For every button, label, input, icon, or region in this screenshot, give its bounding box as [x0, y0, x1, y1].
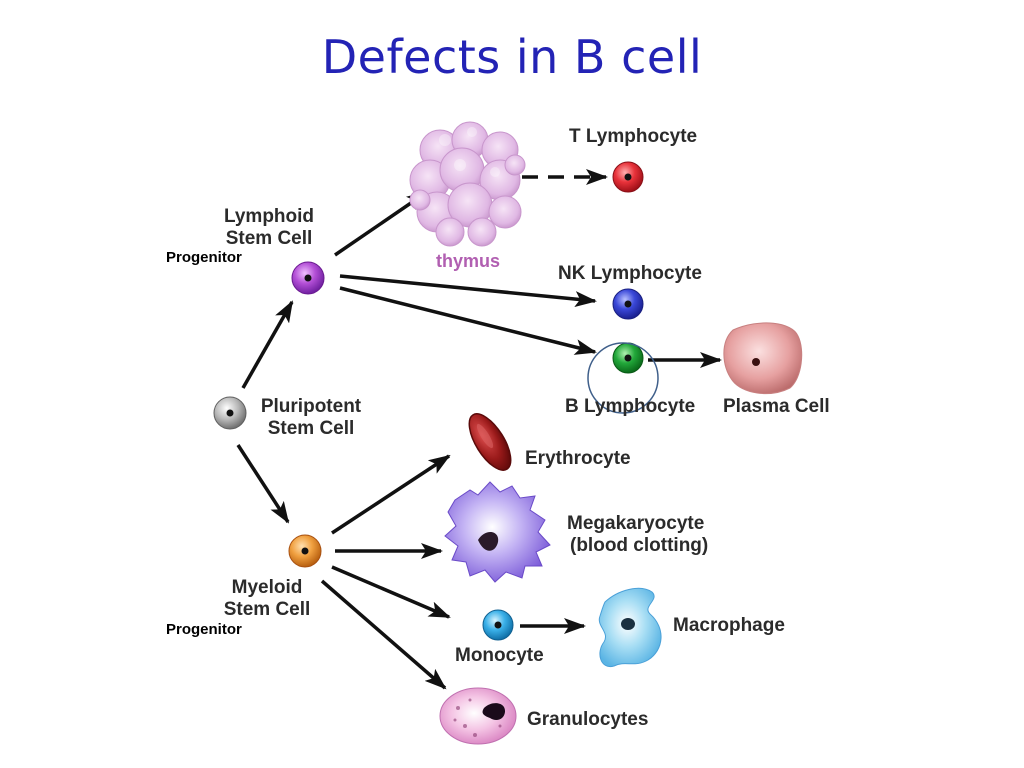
monocyte-cell	[482, 609, 514, 641]
arrow-lymphoid-to-nk	[339, 274, 597, 308]
label-progenitor-myeloid: Progenitor	[164, 621, 244, 639]
label-plasma-cell: Plasma Cell	[723, 396, 830, 417]
arrow-myeloid-to-monocyte	[331, 565, 451, 619]
b-lymphocyte-cell	[612, 342, 644, 374]
slide-title: Defects in B cell	[321, 30, 703, 84]
lymphoid-stem-cell	[291, 261, 325, 295]
label-megakaryocyte-line2: (blood clotting)	[570, 535, 709, 556]
label-pluripotent-line1: Pluripotent	[260, 396, 362, 417]
erythrocyte-illustration	[468, 413, 512, 471]
macrophage-illustration	[598, 587, 662, 668]
label-myeloid-stem-cell: Myeloid Stem Cell	[202, 577, 332, 621]
thymus-illustration	[409, 121, 526, 247]
label-lymphoid-line1: Lymphoid	[223, 206, 315, 227]
label-t-lymphocyte: T Lymphocyte	[569, 126, 698, 147]
label-pluripotent-line2: Stem Cell	[267, 418, 355, 439]
myeloid-stem-cell	[288, 534, 322, 568]
b-lymphocyte-highlight-circle	[587, 342, 659, 414]
label-monocyte: Monocyte	[455, 645, 544, 666]
arrow-lymphoid-to-b	[339, 286, 597, 355]
plasma-cell-illustration	[723, 322, 803, 394]
arrow-myeloid-to-erythrocyte	[331, 454, 451, 535]
megakaryocyte-illustration	[444, 481, 551, 583]
label-b-lymphocyte: B Lymphocyte	[565, 396, 696, 417]
label-nk-lymphocyte: NK Lymphocyte	[558, 263, 702, 284]
label-myeloid-line1: Myeloid	[231, 577, 303, 598]
arrow-pluripotent-to-lymphoid	[241, 300, 294, 389]
granulocyte-illustration	[439, 687, 517, 745]
pluripotent-stem-cell	[213, 396, 247, 430]
arrows	[236, 169, 722, 690]
label-erythrocyte: Erythrocyte	[525, 448, 631, 469]
label-macrophage: Macrophage	[673, 615, 785, 636]
label-myeloid-line2: Stem Cell	[223, 599, 311, 620]
label-granulocytes: Granulocytes	[527, 709, 649, 730]
arrow-myeloid-to-granulocytes	[320, 579, 447, 690]
label-lymphoid-line2: Stem Cell	[225, 228, 313, 249]
arrow-pluripotent-to-myeloid	[236, 444, 290, 524]
t-lymphocyte-cell	[612, 161, 644, 193]
nk-lymphocyte-cell	[612, 288, 644, 320]
label-megakaryocyte: Megakaryocyte (blood clotting)	[567, 513, 708, 557]
label-lymphoid-stem-cell: Lymphoid Stem Cell	[204, 206, 334, 250]
label-pluripotent-stem-cell: Pluripotent Stem Cell	[246, 396, 376, 440]
label-progenitor-lymphoid: Progenitor	[164, 249, 244, 267]
label-thymus: thymus	[436, 251, 501, 271]
label-megakaryocyte-line1: Megakaryocyte	[567, 513, 705, 534]
